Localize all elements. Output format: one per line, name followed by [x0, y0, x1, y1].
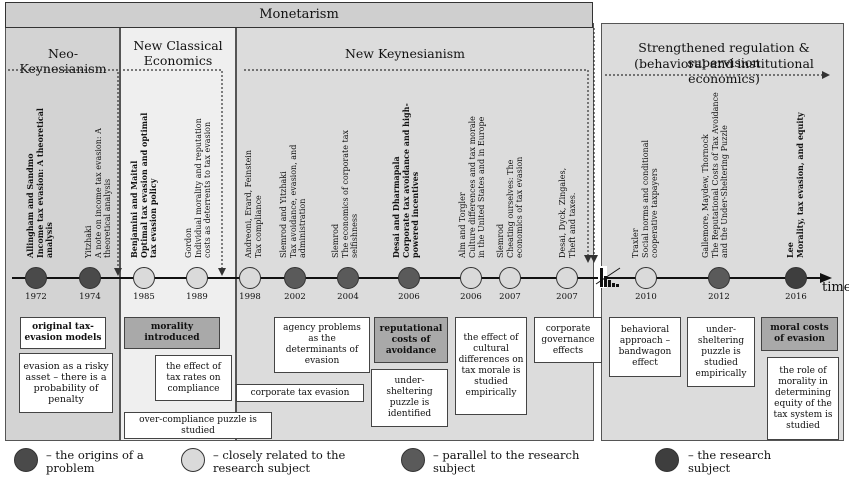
monetarism-bar: Monetarism: [5, 2, 593, 28]
box-reputational-costs: reputational costs of avoidance: [374, 317, 448, 363]
node-2010: [635, 267, 657, 289]
box-role-of-morality: the role of morality in determining equi…: [767, 357, 839, 440]
box-risky-asset: evasion as a risky asset – there is a pr…: [19, 353, 113, 413]
node-2016: [785, 267, 807, 289]
box-under-sheltering-identified: under-sheltering puzzle is identified: [371, 369, 448, 427]
node-2006b: [460, 267, 482, 289]
box-tax-rates: the effect of tax rates on compliance: [155, 355, 232, 401]
node-2007b: [556, 267, 578, 289]
box-corporate-evasion: corporate tax evasion: [236, 384, 364, 402]
legend-research-text: – the research subject: [688, 448, 772, 475]
box-moral-costs: moral costs of evasion: [761, 317, 838, 351]
node-1972: [25, 267, 47, 289]
legend-parallel-node: [401, 448, 425, 472]
year-1974: 1974: [79, 292, 101, 302]
box-behavioral-approach: behavioral approach – bandwagon effect: [609, 317, 681, 377]
box-over-compliance: over-compliance puzzle is studied: [124, 412, 272, 439]
box-under-sheltering-empirical: under-sheltering puzzle is studied empir…: [687, 317, 755, 387]
year-1972: 1972: [25, 292, 47, 302]
year-1998: 1998: [239, 292, 261, 302]
year-2016: 2016: [785, 292, 807, 302]
legend-origins-node: [14, 448, 38, 472]
legend-origins-text: – the origins of a problem: [46, 448, 144, 475]
year-1989: 1989: [186, 292, 208, 302]
box-cultural-differences: the effect of cultural differences on ta…: [455, 317, 527, 415]
node-2006a: [398, 267, 420, 289]
year-2004: 2004: [337, 292, 359, 302]
year-2007b: 2007: [556, 292, 578, 302]
legend-research-node: [655, 448, 679, 472]
year-2006b: 2006: [460, 292, 482, 302]
node-2004: [337, 267, 359, 289]
year-2002: 2002: [284, 292, 306, 302]
time-label: time: [822, 280, 849, 295]
box-morality-introduced: morality introduced: [124, 317, 220, 349]
node-2007a: [499, 267, 521, 289]
timeline-break-icon: [595, 266, 621, 288]
node-1974: [79, 267, 101, 289]
era-strengthened-regulation: Strengthened regulation & supervision: [638, 40, 810, 70]
node-1985: [133, 267, 155, 289]
legend-closely-text: – closely related to the research subjec…: [213, 448, 346, 475]
year-2007a: 2007: [499, 292, 521, 302]
era-neo-keynesianism: Neo-Keynesianism: [19, 46, 107, 76]
node-2002: [284, 267, 306, 289]
node-1989: [186, 267, 208, 289]
era-new-keynesianism: New Keynesianism: [344, 46, 466, 61]
box-agency: agency problems as the determinants of e…: [274, 317, 370, 373]
year-1985: 1985: [133, 292, 155, 302]
node-2012: [708, 267, 730, 289]
year-2010: 2010: [635, 292, 657, 302]
era-new-classical: New Classical Economics: [133, 38, 223, 68]
year-2012: 2012: [708, 292, 730, 302]
legend-parallel-text: – parallel to the research subject: [433, 448, 580, 475]
paper-desai-dyck-zingales: Desai, Dyck, Zingales,Theft and taxes.: [558, 167, 577, 258]
year-2006a: 2006: [398, 292, 420, 302]
node-1998: [239, 267, 261, 289]
legend-closely-node: [181, 448, 205, 472]
box-governance: corporate governance effects: [534, 317, 602, 363]
box-original-models: original tax-evasion models: [20, 317, 106, 349]
